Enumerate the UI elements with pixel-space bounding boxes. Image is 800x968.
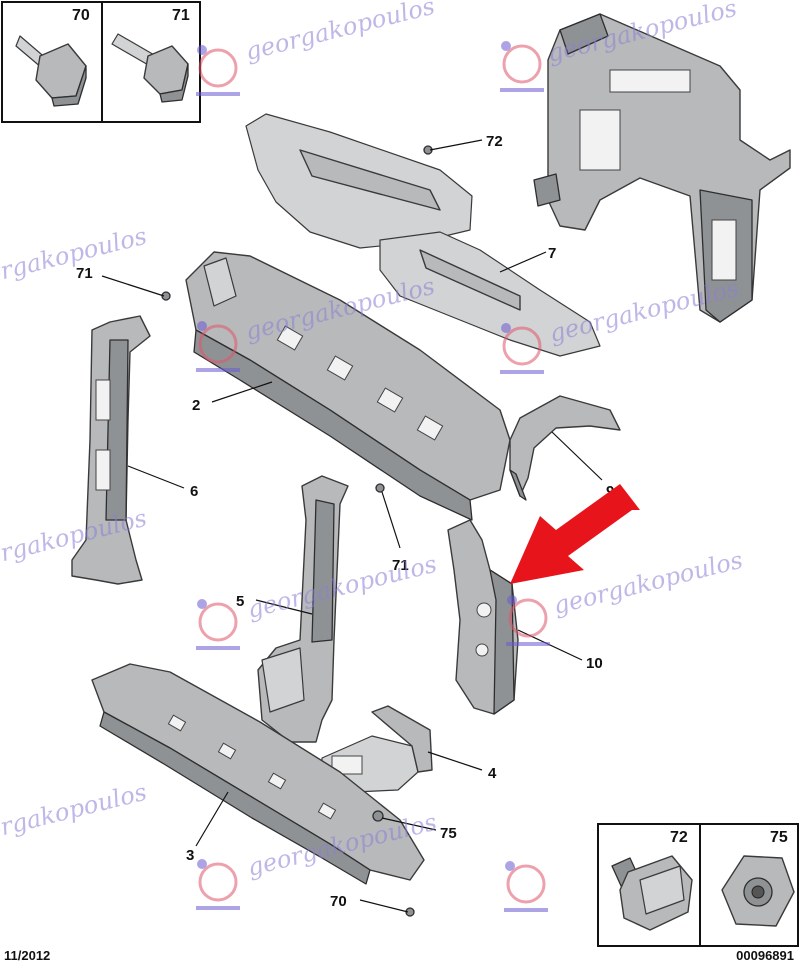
callout-5: 5 [236, 593, 244, 610]
leader-lines [101, 139, 603, 913]
left-support-part-6 [71, 315, 151, 585]
watermark-logo [500, 323, 544, 374]
detail-box-72-75: 72 75 [597, 823, 799, 947]
callout-71-mid: 71 [392, 557, 409, 574]
curved-bracket-part-9 [509, 395, 621, 501]
footer-date: 11/2012 [4, 948, 51, 963]
box-label-71: 71 [172, 7, 190, 24]
callout-10: 10 [586, 655, 603, 672]
callout-75: 75 [440, 825, 457, 842]
watermark-logo [500, 41, 544, 92]
watermark-logo [196, 859, 240, 910]
nut-75-illustration [721, 855, 795, 927]
center-support-part-5 [257, 475, 349, 743]
callout-6: 6 [190, 483, 198, 500]
fastener-marks [161, 145, 433, 917]
watermark-logo [196, 321, 240, 372]
callout-72: 72 [486, 133, 503, 150]
watermark-logo [504, 861, 548, 912]
callout-2: 2 [192, 397, 200, 414]
watermark-logo [506, 595, 550, 646]
lower-crossmember-part-3 [91, 663, 425, 885]
box-label-75: 75 [770, 829, 788, 846]
callout-3: 3 [186, 847, 194, 864]
watermark-text: georgakopoulos [0, 778, 150, 852]
upper-crossmember-part-2 [185, 251, 511, 521]
bolt-70-illustration [15, 35, 87, 107]
front-frame-part [533, 13, 791, 323]
footer-reference-number: 00096891 [736, 948, 794, 963]
red-pointer-arrow [510, 484, 640, 584]
detail-box-70-71: 70 71 [1, 1, 201, 123]
box-label-70: 70 [72, 7, 90, 24]
watermark-logo [196, 45, 240, 96]
air-deflector-part-7 [245, 113, 601, 357]
watermark-text: georgakopoulos [245, 550, 440, 624]
callout-71-left: 71 [76, 265, 93, 282]
right-bracket-part-10 [447, 519, 519, 715]
watermark-text: georgakopoulos [551, 546, 746, 620]
box-label-72: 72 [670, 829, 688, 846]
watermark-text: georgakopoulos [243, 0, 438, 66]
watermark-logo [196, 599, 240, 650]
clip-72-illustration [611, 855, 693, 931]
callout-70-bottom: 70 [330, 893, 347, 910]
screw-71-illustration [111, 33, 189, 103]
callout-4: 4 [488, 765, 497, 782]
callout-7: 7 [548, 245, 556, 262]
